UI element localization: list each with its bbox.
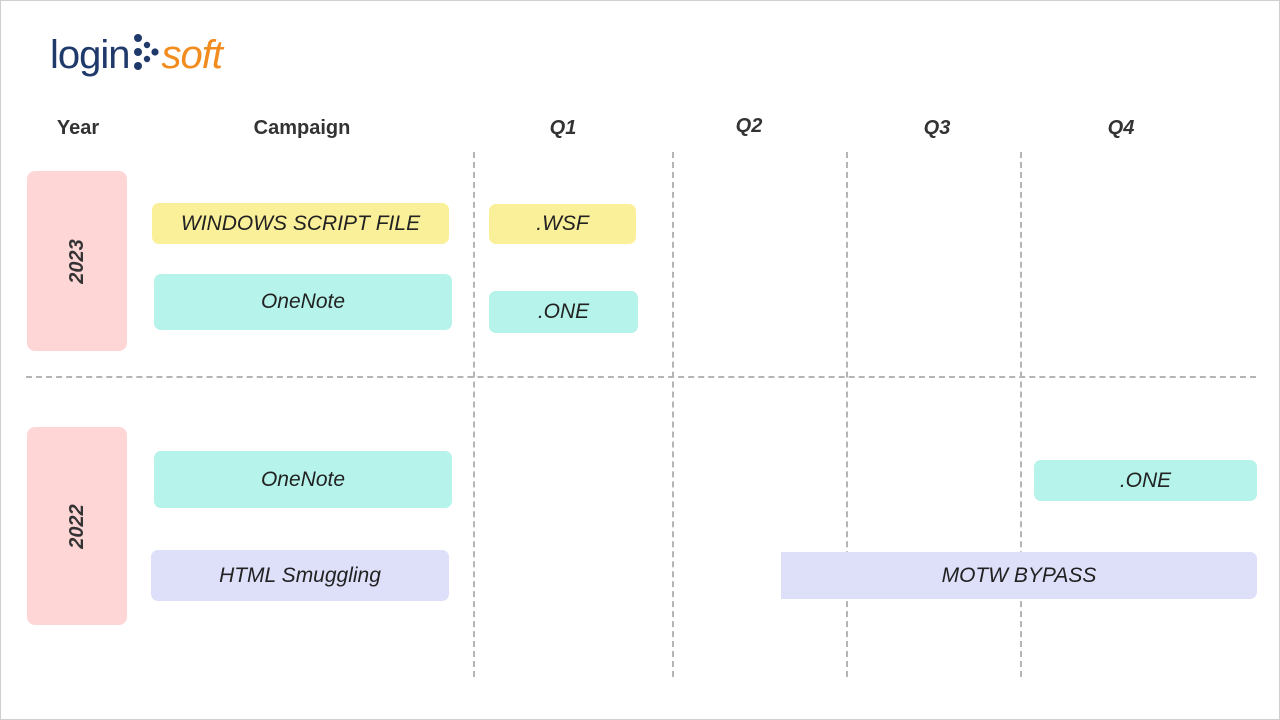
campaign-onenote-2022: OneNote — [154, 451, 452, 508]
header-q1: Q1 — [549, 117, 577, 139]
logo-text-soft: soft — [161, 32, 223, 77]
year-2022-text: 2022 — [65, 503, 88, 549]
quarter-divider-3 — [846, 152, 848, 677]
header-campaign: Campaign — [253, 117, 351, 139]
header-q3: Q3 — [923, 117, 951, 139]
campaign-onenote-2023: OneNote — [154, 274, 452, 330]
year-2022-label: 2022 — [27, 427, 127, 625]
header-q4: Q4 — [1107, 117, 1135, 139]
marker-one-2022: .ONE — [1034, 460, 1257, 501]
quarter-divider-4 — [1020, 152, 1022, 677]
year-2023-text: 2023 — [65, 238, 88, 284]
logo-text-login: login — [50, 32, 131, 77]
quarter-divider-1 — [473, 152, 475, 677]
quarter-divider-2 — [672, 152, 674, 677]
marker-wsf: .WSF — [489, 204, 636, 244]
marker-one-2023: .ONE — [489, 291, 638, 333]
marker-motw-bypass: MOTW BYPASS — [781, 552, 1257, 599]
year-divider — [26, 376, 1256, 378]
campaign-windows-script-file: WINDOWS SCRIPT FILE — [152, 203, 449, 244]
year-2023-label: 2023 — [27, 171, 127, 351]
header-year: Year — [56, 117, 100, 139]
campaign-html-smuggling: HTML Smuggling — [151, 550, 449, 601]
header-q2: Q2 — [735, 115, 763, 137]
loginsoft-logo: login soft — [50, 30, 223, 80]
logo-dots-icon — [133, 34, 159, 70]
